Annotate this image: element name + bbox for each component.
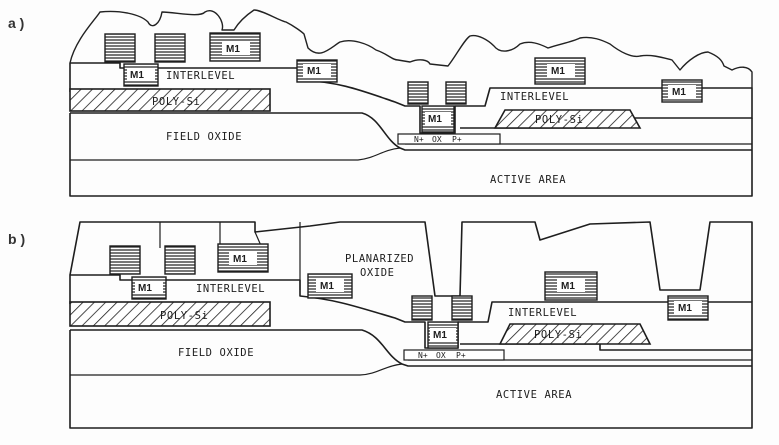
panel-b-interlevel-label: INTERLEVEL (196, 283, 265, 295)
panel-a-poly-si-label-right: POLY-Si (535, 114, 583, 126)
svg-text:M1: M1 (551, 66, 565, 77)
panel-a-p-plus: P+ (452, 135, 462, 144)
panel-b-poly-si-right (498, 323, 652, 345)
panel-b-poly-si-label-left: POLY-Si (160, 310, 208, 322)
svg-text:M1: M1 (130, 70, 144, 81)
panel-a-substrate (69, 113, 753, 197)
panel-b-m1-labels: M1 M1 M1 M1 M1 M1 (135, 252, 702, 341)
panel-a: a ) M1 M1 (8, 9, 753, 197)
panel-a-interlevel-label-right: INTERLEVEL (500, 91, 569, 103)
panel-a-interlevel-label: INTERLEVEL (166, 70, 235, 82)
panel-b: b ) M1 M1 (8, 221, 753, 429)
panel-b-poly-si-left (69, 301, 271, 327)
svg-text:M1: M1 (233, 254, 247, 265)
svg-text:M1: M1 (307, 66, 321, 77)
panel-b-poly-si-label-right: POLY-Si (534, 329, 582, 341)
panel-b-active-area-label: ACTIVE AREA (496, 389, 572, 401)
svg-text:M1: M1 (561, 281, 575, 292)
panel-b-n-plus: N+ (418, 351, 428, 360)
panel-b-ox: OX (436, 351, 446, 360)
svg-text:M1: M1 (433, 330, 447, 341)
panel-a-junction (397, 133, 501, 145)
panel-b-oxide-label: OXIDE (360, 267, 395, 279)
svg-text:M1: M1 (678, 303, 692, 314)
svg-text:M1: M1 (672, 87, 686, 98)
svg-text:M1: M1 (226, 44, 240, 55)
svg-text:M1: M1 (138, 283, 152, 294)
panel-a-n-plus: N+ (414, 135, 424, 144)
panel-b-planarized-label: PLANARIZED (345, 253, 414, 265)
panel-b-field-oxide-label: FIELD OXIDE (178, 347, 254, 359)
panel-a-label: a ) (8, 15, 24, 31)
panel-b-p-plus: P+ (456, 351, 466, 360)
panel-a-ox: OX (432, 135, 442, 144)
panel-a-m1-labels: M1 M1 M1 M1 M1 M1 (127, 42, 696, 125)
panel-a-poly-si-right (493, 109, 642, 129)
panel-a-poly-si-label-left: POLY-Si (152, 96, 200, 108)
panel-b-junction (403, 349, 505, 361)
panel-b-label: b ) (8, 231, 25, 247)
panel-a-poly-si-left (69, 88, 271, 112)
panel-a-field-oxide-label: FIELD OXIDE (166, 131, 242, 143)
panel-b-interlevel (69, 274, 753, 351)
svg-text:M1: M1 (320, 281, 334, 292)
svg-text:M1: M1 (428, 114, 442, 125)
panel-a-active-area-label: ACTIVE AREA (490, 174, 566, 186)
panel-b-substrate (69, 330, 753, 429)
panel-a-top-surface (69, 9, 753, 88)
panel-b-interlevel-label-right: INTERLEVEL (508, 307, 577, 319)
